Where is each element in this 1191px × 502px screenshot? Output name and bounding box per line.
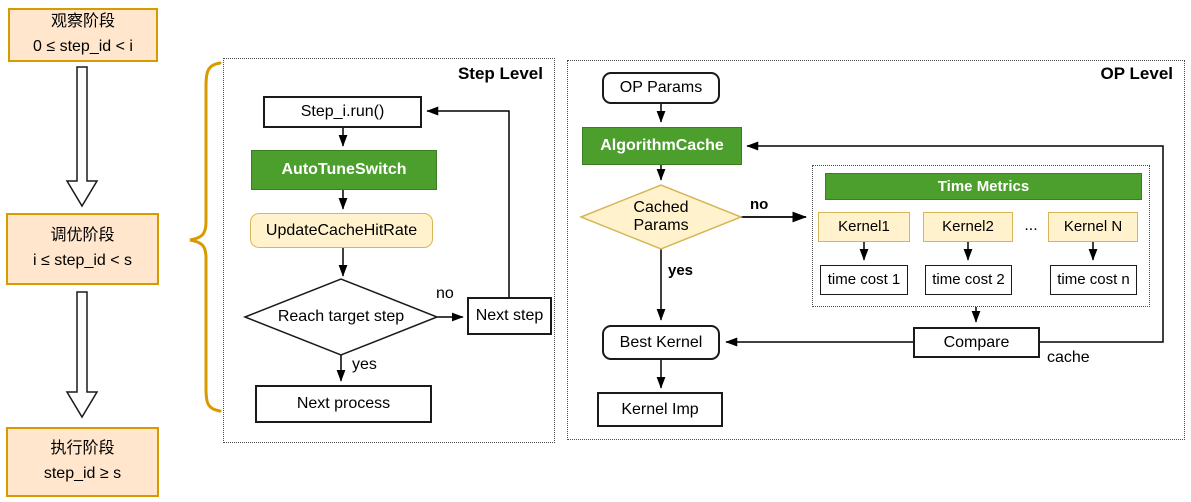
op-params-box: OP Params	[602, 72, 720, 104]
next-process-box: Next process	[255, 385, 432, 423]
edge-label-no-op: no	[750, 196, 769, 213]
kernel2-box: Kernel2	[923, 212, 1013, 242]
time-cost-n-box: time cost n	[1050, 265, 1137, 295]
phase-box-execute: 执行阶段 step_id ≥ s	[6, 427, 159, 497]
phase-box-tuning: 调优阶段 i ≤ step_id < s	[6, 213, 159, 285]
edge-label-cache: cache	[1047, 349, 1090, 366]
algorithm-cache-box: AlgorithmCache	[582, 127, 742, 165]
update-cache-hit-rate-box: UpdateCacheHitRate	[250, 213, 433, 248]
cached-params-label: Cached Params	[633, 198, 689, 234]
phase-title: 调优阶段	[50, 227, 115, 245]
kernel-n-box: Kernel N	[1048, 212, 1138, 242]
phase-arrow-2	[65, 291, 99, 419]
reach-target-step-label: Reach target step	[277, 307, 405, 325]
op-level-container	[567, 60, 1185, 440]
phase-title: 执行阶段	[50, 440, 115, 458]
kernel-imp-box: Kernel Imp	[597, 392, 723, 427]
op-level-title: OP Level	[1100, 64, 1173, 83]
step-run-box: Step_i.run()	[263, 96, 422, 128]
time-cost-1-box: time cost 1	[820, 265, 908, 295]
edge-label-yes-op: yes	[668, 262, 694, 279]
phase-formula: 0 ≤ step_id < i	[33, 38, 133, 55]
best-kernel-box: Best Kernel	[602, 325, 720, 360]
phase-formula: step_id ≥ s	[43, 465, 122, 482]
phase-arrow-1	[65, 66, 99, 208]
step-level-title: Step Level	[457, 64, 543, 83]
tuning-phase-brace	[189, 61, 222, 413]
time-cost-2-box: time cost 2	[925, 265, 1012, 295]
compare-box: Compare	[913, 327, 1040, 358]
autotune-switch-box: AutoTuneSwitch	[251, 150, 437, 190]
kernel1-box: Kernel1	[818, 212, 910, 242]
time-metrics-bar: Time Metrics	[825, 173, 1142, 200]
step-level-container	[223, 58, 555, 443]
edge-label-yes-step: yes	[352, 356, 377, 373]
kernel-ellipsis: ...	[1024, 216, 1038, 234]
phase-title: 观察阶段	[50, 13, 115, 31]
edge-label-no-step: no	[436, 285, 454, 302]
next-step-box: Next step	[467, 297, 552, 335]
phase-formula: i ≤ step_id < s	[32, 252, 133, 269]
time-metrics-container	[812, 165, 1150, 307]
phase-box-observe: 观察阶段 0 ≤ step_id < i	[8, 8, 158, 62]
